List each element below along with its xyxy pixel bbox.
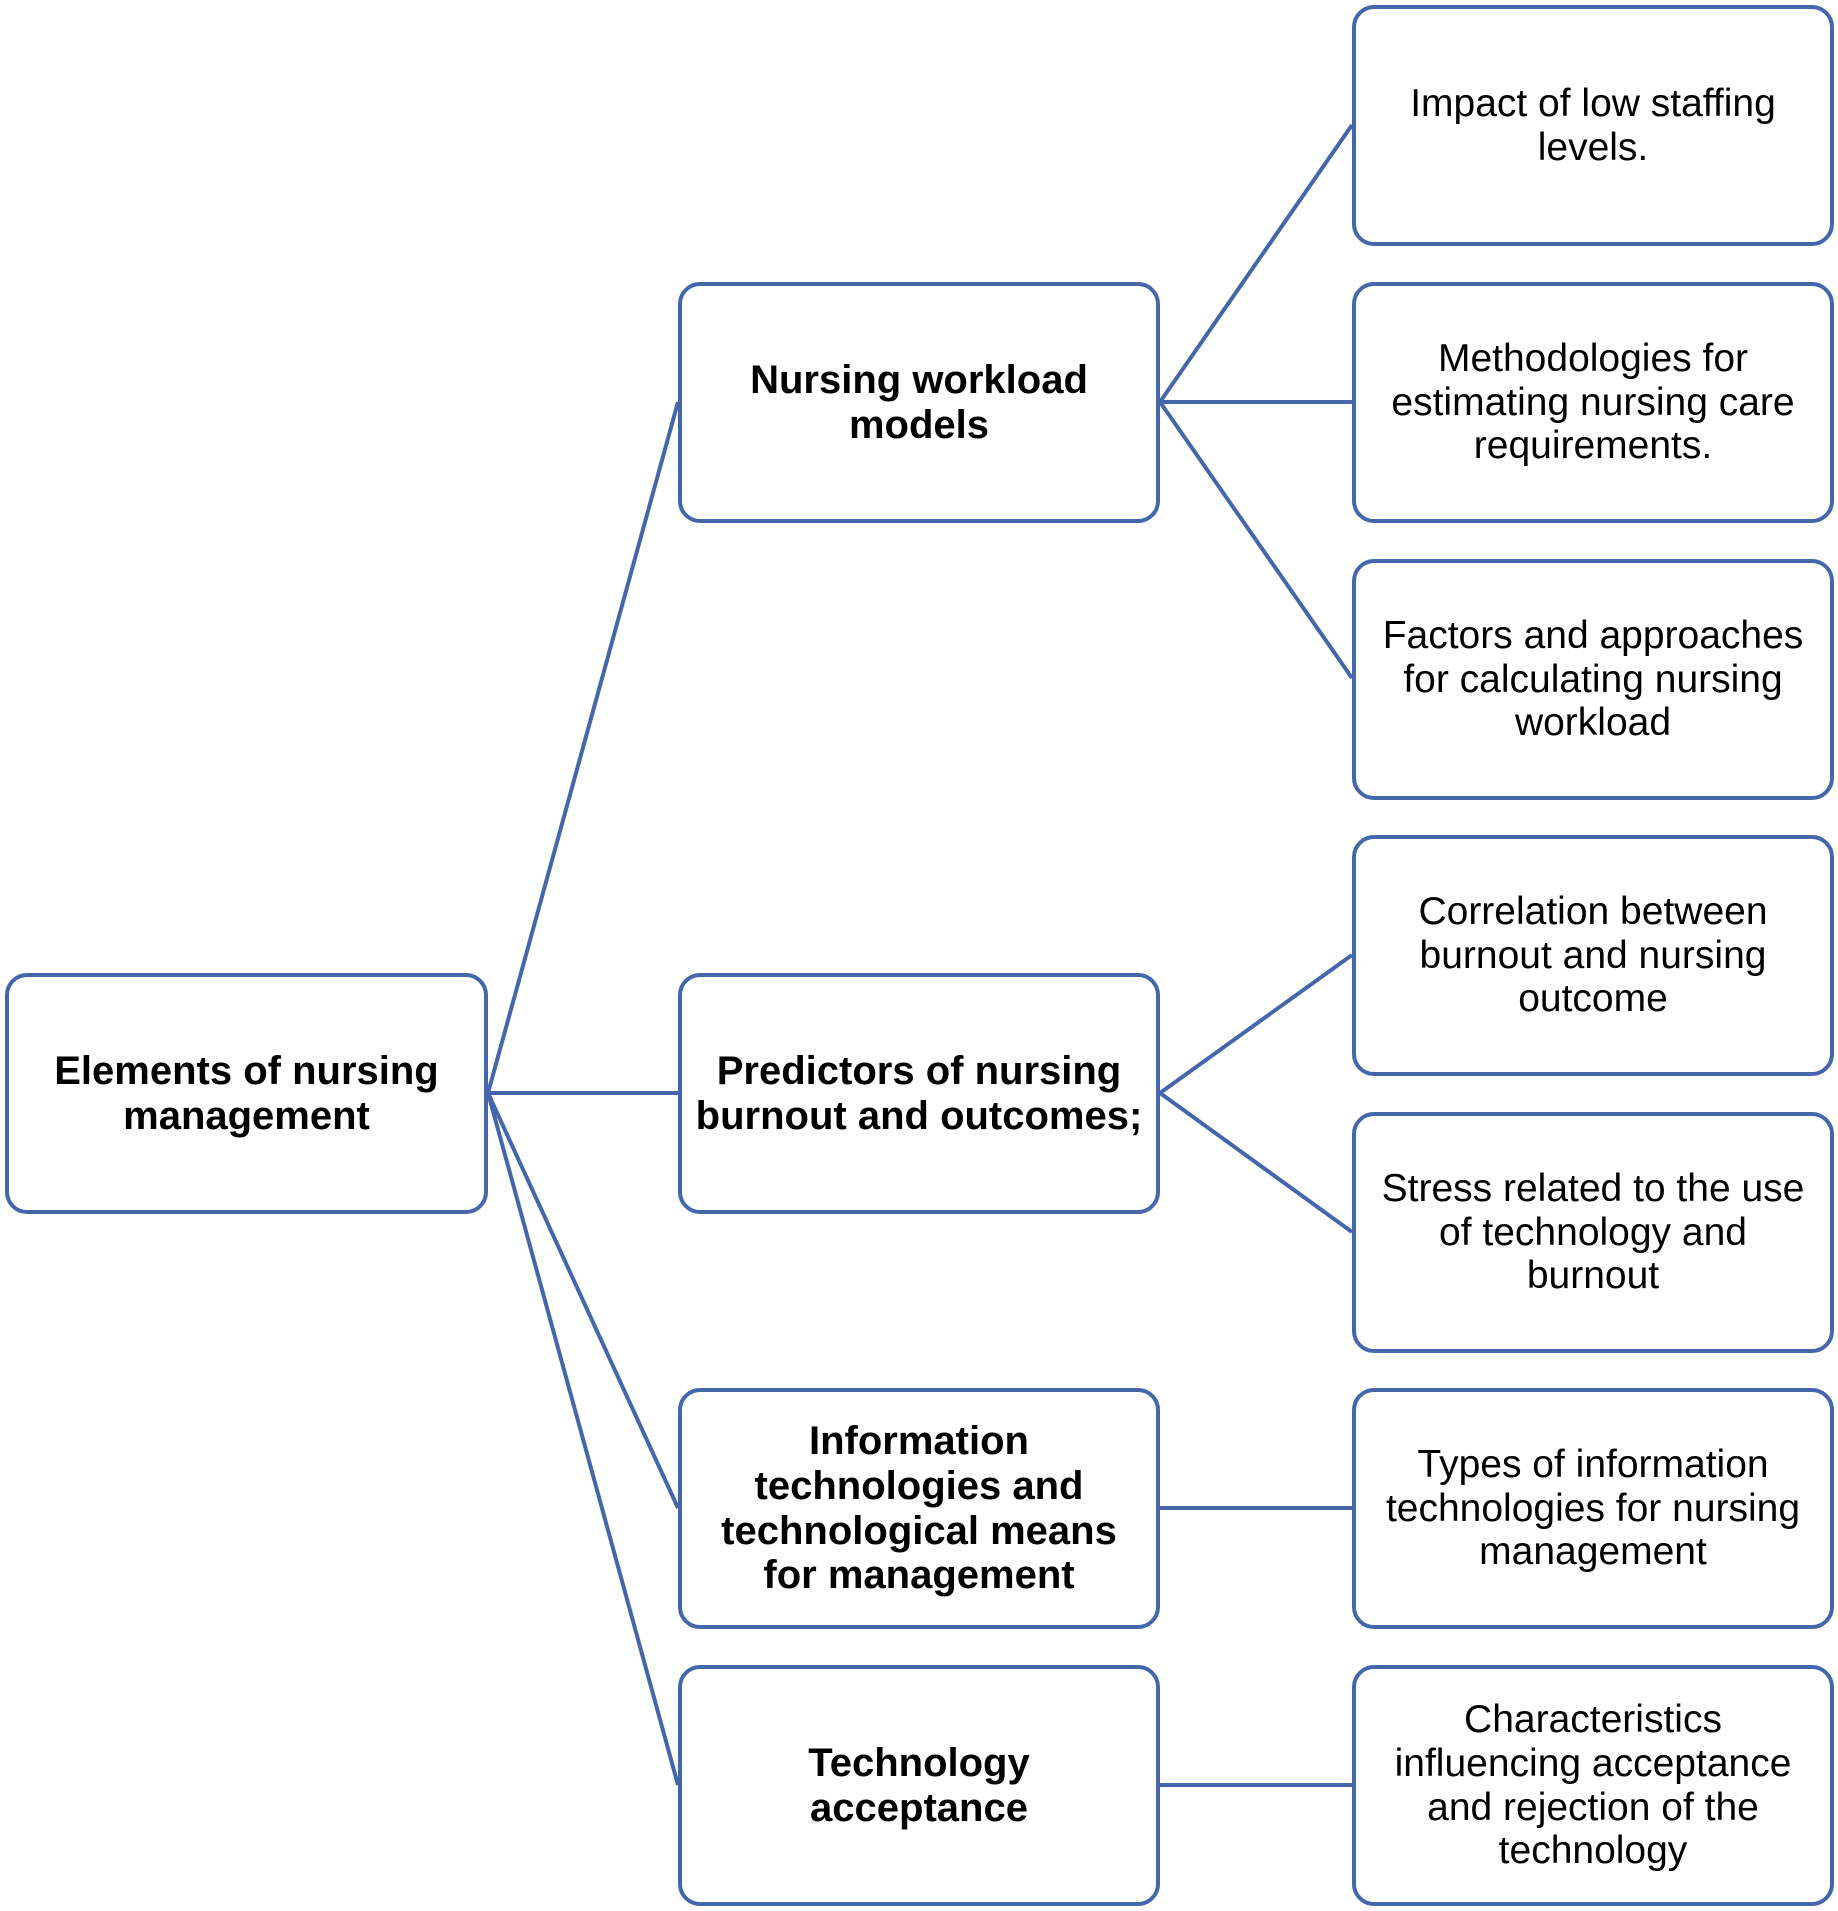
leaf-node-methodologies: Methodologies for estimating nursing car…: [1352, 282, 1834, 523]
leaf-node-stress: Stress related to the use of technology …: [1352, 1112, 1834, 1353]
leaf-node-factors: Factors and approaches for calculating n…: [1352, 559, 1834, 800]
connector-burnout-to-stress: [1158, 1091, 1354, 1234]
category-node-burnout: Predictors of nursing burnout and outcom…: [678, 973, 1160, 1214]
leaf-node-types: Types of information technologies for nu…: [1352, 1388, 1834, 1629]
category-node-acceptance: Technology acceptance: [678, 1665, 1160, 1906]
leaf-node-label: Characteristics influencing acceptance a…: [1394, 1698, 1792, 1873]
leaf-node-label: Correlation between burnout and nursing …: [1418, 889, 1768, 1021]
category-node-label: Information technologies and technologic…: [721, 1418, 1117, 1598]
category-node-label: Technology acceptance: [808, 1740, 1030, 1830]
root-node: Elements of nursing management: [5, 973, 488, 1214]
connector-root-to-infotech: [486, 1092, 680, 1509]
leaf-node-label: Stress related to the use of technology …: [1381, 1166, 1805, 1298]
root-node-label: Elements of nursing management: [54, 1048, 439, 1138]
connector-root-to-workload: [486, 401, 680, 1094]
category-node-infotech: Information technologies and technologic…: [678, 1388, 1160, 1629]
leaf-node-label: Factors and approaches for calculating n…: [1382, 613, 1804, 745]
connector-workload-to-staffing: [1158, 123, 1354, 404]
leaf-node-label: Types of information technologies for nu…: [1385, 1442, 1801, 1574]
leaf-node-label: Methodologies for estimating nursing car…: [1391, 336, 1795, 468]
leaf-node-staffing: Impact of low staffing levels.: [1352, 5, 1834, 246]
category-node-workload: Nursing workload models: [678, 282, 1160, 523]
connector-root-to-acceptance: [486, 1092, 680, 1786]
leaf-node-correlation: Correlation between burnout and nursing …: [1352, 835, 1834, 1076]
leaf-node-label: Impact of low staffing levels.: [1410, 81, 1776, 169]
category-node-label: Predictors of nursing burnout and outcom…: [695, 1048, 1143, 1138]
leaf-node-characteristics: Characteristics influencing acceptance a…: [1352, 1665, 1834, 1906]
connector-burnout-to-correlation: [1158, 953, 1354, 1095]
category-node-label: Nursing workload models: [750, 357, 1088, 447]
connector-workload-to-factors: [1158, 400, 1354, 680]
